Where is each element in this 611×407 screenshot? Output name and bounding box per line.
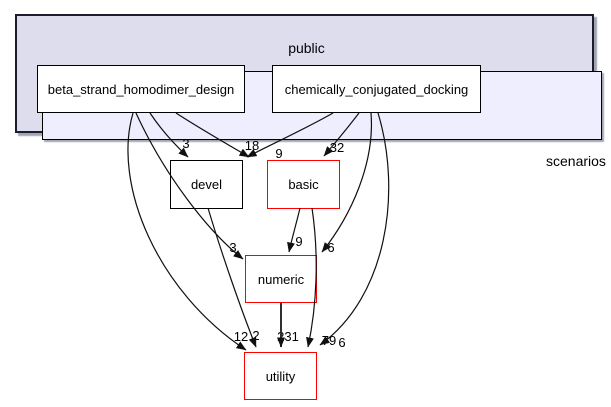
node-devel[interactable]: devel: [170, 160, 243, 209]
node-basic-label: basic: [288, 177, 319, 192]
cluster-public-label[interactable]: public: [288, 40, 325, 56]
node-numeric-label: numeric: [257, 271, 305, 287]
node-chemically-conjugated-docking-label: chemically_conjugated_docking: [284, 81, 469, 97]
node-utility[interactable]: utility: [244, 352, 317, 400]
edge-label-ccd-devel: 9: [275, 146, 282, 161]
edge-label-numeric-utility: 231: [277, 329, 299, 344]
edge-label-ccd-numeric: 6: [327, 240, 334, 255]
node-devel-label: devel: [190, 177, 223, 192]
edge-label-bsd-utility: 12: [234, 329, 248, 344]
node-chemically-conjugated-docking[interactable]: chemically_conjugated_docking: [272, 65, 481, 113]
edge-label-devel-utility: 2: [252, 328, 259, 343]
node-basic[interactable]: basic: [267, 160, 340, 209]
node-numeric[interactable]: numeric: [245, 255, 317, 303]
edge-basic-numeric: [287, 207, 301, 253]
node-beta-strand-homodimer-design-label: beta_strand_homodimer_design: [47, 81, 235, 97]
edge-label-ccd-utility: 6: [338, 335, 345, 350]
cluster-scenarios-label[interactable]: scenarios: [546, 153, 606, 169]
edge-label-bsd-numeric: 3: [229, 240, 236, 255]
edge-label-basic-numeric: 9: [295, 234, 302, 249]
node-beta-strand-homodimer-design[interactable]: beta_strand_homodimer_design: [37, 65, 245, 113]
node-utility-label: utility: [265, 368, 296, 384]
edge-label-basic-utility: 79: [322, 333, 336, 348]
edge-label-bsd-basic: 18: [245, 138, 259, 153]
edge-ccd-utility: [319, 112, 390, 346]
edge-label-ccd-basic: 32: [330, 140, 344, 155]
edge-bsd-utility: [127, 112, 247, 351]
